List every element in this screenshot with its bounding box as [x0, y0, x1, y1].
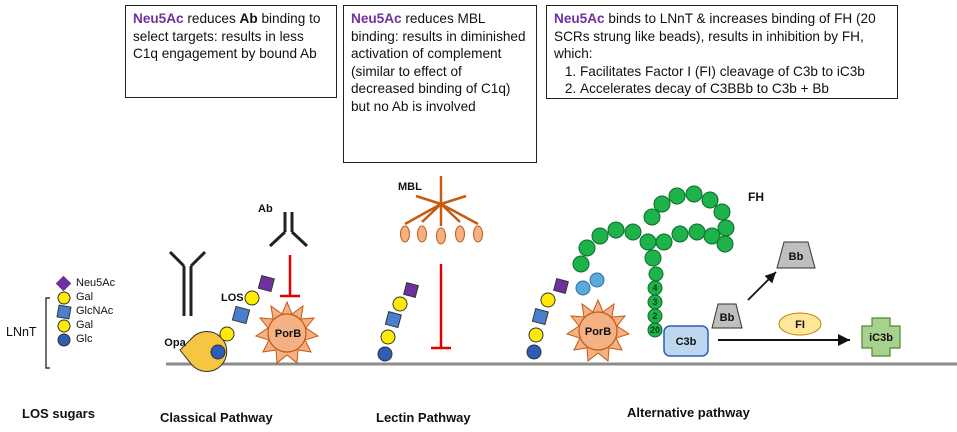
fh-label: FH	[748, 190, 764, 204]
porb-classical-icon	[254, 300, 320, 364]
legend-gal-icon	[57, 291, 71, 305]
neu5ac-bead	[257, 275, 275, 293]
fi-shape	[778, 312, 822, 336]
glcnac-bead	[384, 311, 402, 329]
note-text: binding to select targets: results in le…	[133, 11, 321, 61]
los-lectin-chain	[377, 282, 419, 362]
bb-released-shape	[776, 241, 816, 269]
ab-antibody-icon	[268, 212, 309, 248]
ic3b-shape	[861, 317, 901, 357]
fi-label: FI	[795, 319, 805, 331]
legend-label-neu5ac: Neu5Ac	[76, 277, 116, 289]
release-arrow	[747, 271, 777, 301]
neu5ac-bead	[553, 278, 569, 294]
mbl-icon	[400, 176, 483, 245]
glc-bead	[210, 344, 226, 360]
classical-inhibition-icon	[280, 255, 300, 298]
legend-glc-icon	[57, 333, 71, 347]
fh-effects-list: Facilitates Factor I (FI) cleavage of C3…	[554, 63, 890, 98]
c3b-label: C3b	[676, 336, 697, 348]
lectin-note-box: Neu5Ac reduces MBL binding: results in d…	[343, 5, 537, 163]
fh-bead-label: 2	[652, 311, 657, 321]
glcnac-bead	[231, 305, 251, 325]
fh-effect-item: Accelerates decay of C3BBb to C3b + Bb	[580, 80, 890, 98]
neu5ac-term: Neu5Ac	[351, 11, 402, 26]
gal-bead	[380, 329, 396, 345]
gal-bead	[244, 290, 260, 306]
legend-group-label: LNnT	[6, 325, 37, 339]
glc-bead	[526, 344, 542, 360]
opa-icon	[179, 331, 228, 372]
los-alternative-chain	[526, 278, 569, 360]
gal-bead	[219, 326, 235, 342]
legend-glyphs	[45, 275, 72, 369]
fh-effect-item: Facilitates Factor I (FI) cleavage of C3…	[580, 63, 890, 81]
fh-bead-label: 3	[652, 297, 657, 307]
classical-antibody-icon	[168, 250, 207, 316]
legend-glcnac-icon	[56, 304, 72, 320]
note-text: reduces MBL binding: results in diminish…	[351, 11, 526, 114]
fh-icon	[572, 185, 735, 338]
legend-neu5ac-icon	[55, 275, 72, 292]
fh-bead-label: 4	[652, 283, 657, 293]
opa-label: Opa	[164, 337, 186, 349]
legend-label-glcnac: GlcNAc	[76, 305, 114, 317]
lectin-inhibition-icon	[431, 264, 451, 350]
section-lectin: Lectin Pathway	[376, 410, 471, 425]
gal-bead	[528, 327, 544, 343]
legend-label-glc: Glc	[76, 333, 93, 345]
legend-label-gal2: Gal	[76, 319, 94, 331]
classical-note-box: Neu5Ac reduces Ab binding to select targ…	[125, 5, 337, 98]
legend-gal2-icon	[57, 319, 71, 333]
bb-attached-label: Bb	[720, 312, 735, 324]
neu5ac-bead	[403, 282, 419, 298]
note-text: reduces	[183, 11, 240, 26]
c3b-shape	[663, 325, 709, 357]
legend-bracket	[45, 297, 50, 369]
alternative-note-box: Neu5Ac binds to LNnT & increases binding…	[546, 5, 898, 99]
neu5ac-term: Neu5Ac	[133, 11, 184, 26]
ic3b-label: iC3b	[869, 332, 893, 344]
neu5ac-term: Neu5Ac	[554, 11, 605, 26]
note-text: binds to LNnT & increases binding of FH …	[554, 11, 876, 61]
porb-alternative-icon	[565, 298, 631, 362]
legend-label-gal: Gal	[76, 291, 94, 303]
mbl-label: MBL	[398, 181, 422, 193]
fh-bead-numbers: 20 2 3 4	[650, 283, 660, 335]
gal-bead	[392, 296, 408, 312]
ab-label: Ab	[258, 203, 273, 215]
gal-bead	[540, 292, 556, 308]
glc-bead	[377, 346, 393, 362]
section-classical: Classical Pathway	[160, 410, 273, 425]
porb-classical-label: PorB	[275, 328, 301, 340]
porb-alternative-label: PorB	[585, 326, 611, 338]
fh-bead-label: 20	[650, 325, 660, 335]
los-classical-chain	[210, 275, 275, 360]
ab-term: Ab	[239, 11, 258, 26]
section-alternative: Alternative pathway	[627, 405, 750, 420]
section-los-sugars: LOS sugars	[22, 406, 95, 421]
glcnac-bead	[531, 308, 549, 326]
bb-released-label: Bb	[789, 251, 804, 263]
bb-attached-shape	[711, 303, 743, 329]
los-label: LOS	[221, 292, 244, 304]
